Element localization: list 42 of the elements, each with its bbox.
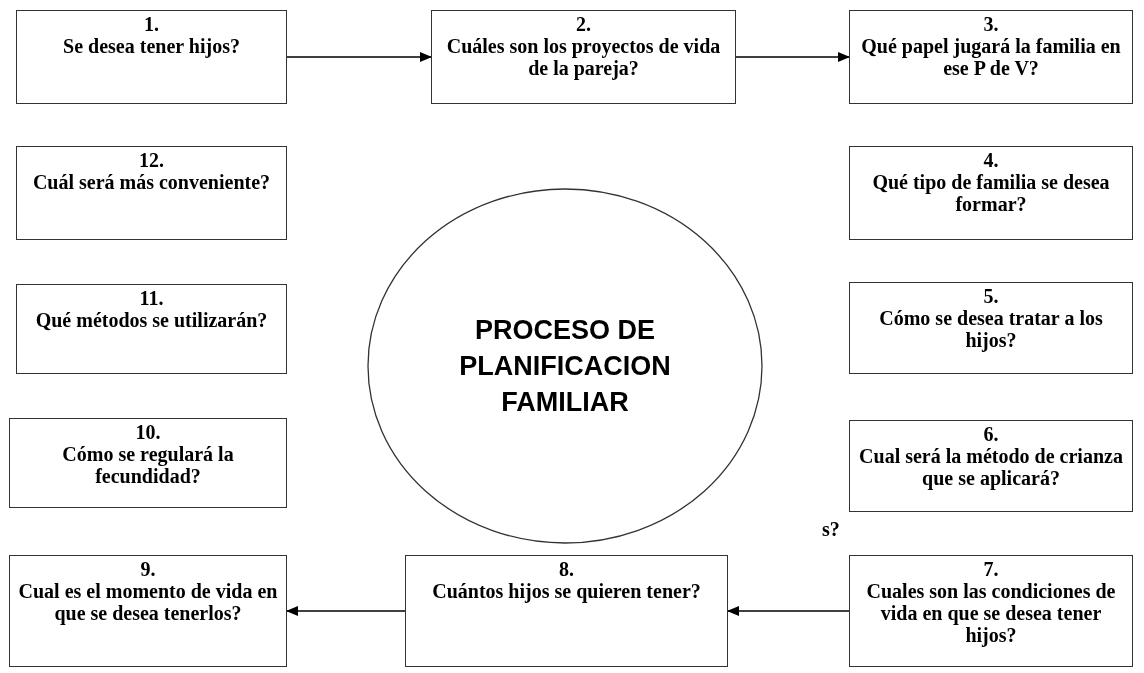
question-text: Qué papel jugará la familia en ese P de V? (860, 35, 1122, 79)
step-number: 4. (982, 149, 1000, 171)
step-number: 11. (138, 287, 165, 309)
question-box (16, 146, 287, 240)
question-box (849, 420, 1133, 512)
question-text: Cual será la método de crianza que se aplicará? (858, 445, 1124, 489)
arrow (286, 606, 406, 616)
arrow (735, 52, 850, 62)
question-box (405, 555, 728, 667)
question-box (16, 284, 287, 374)
step-number: 6. (982, 423, 1000, 445)
step-number: 3. (982, 13, 1000, 35)
question-box (849, 10, 1133, 104)
step-number: 9. (139, 558, 157, 580)
question-box (9, 555, 287, 667)
arrow (727, 606, 850, 616)
question-box (431, 10, 736, 104)
question-text: Cómo se regulará la fecundidad? (61, 443, 235, 487)
question-text: Cuales son las condiciones de vida en que se desea tener hijos? (865, 580, 1117, 646)
stray-text: s? (822, 518, 840, 541)
arrow (286, 52, 432, 62)
question-text: Qué tipo de familia se desea formar? (871, 171, 1111, 215)
question-text: Cómo se desea tratar a los hijos? (878, 307, 1104, 351)
step-number: 2. (575, 13, 592, 35)
step-number: 8. (558, 558, 575, 580)
step-number: 7. (982, 558, 1000, 580)
question-box (849, 146, 1133, 240)
question-text: Cual es el momento de vida en que se desea tenerlos? (18, 580, 278, 624)
question-box (849, 282, 1133, 374)
step-number: 12. (138, 149, 165, 171)
step-number: 10. (134, 421, 162, 443)
step-number: 5. (982, 285, 1000, 307)
question-box (849, 555, 1133, 667)
question-box (16, 10, 287, 104)
center-title: PROCESO DE PLANIFICACION FAMILIAR (458, 314, 672, 419)
step-number: 1. (143, 13, 160, 35)
question-text: Cuáles son los proyectos de vida de la pareja? (445, 35, 722, 79)
question-text: Qué métodos se utilizarán? (34, 309, 269, 331)
question-box (9, 418, 287, 508)
question-text: Cuál será más conveniente? (31, 171, 272, 193)
question-text: Cuántos hijos se quieren tener? (431, 580, 702, 602)
question-text: Se desea tener hijos? (62, 35, 241, 57)
